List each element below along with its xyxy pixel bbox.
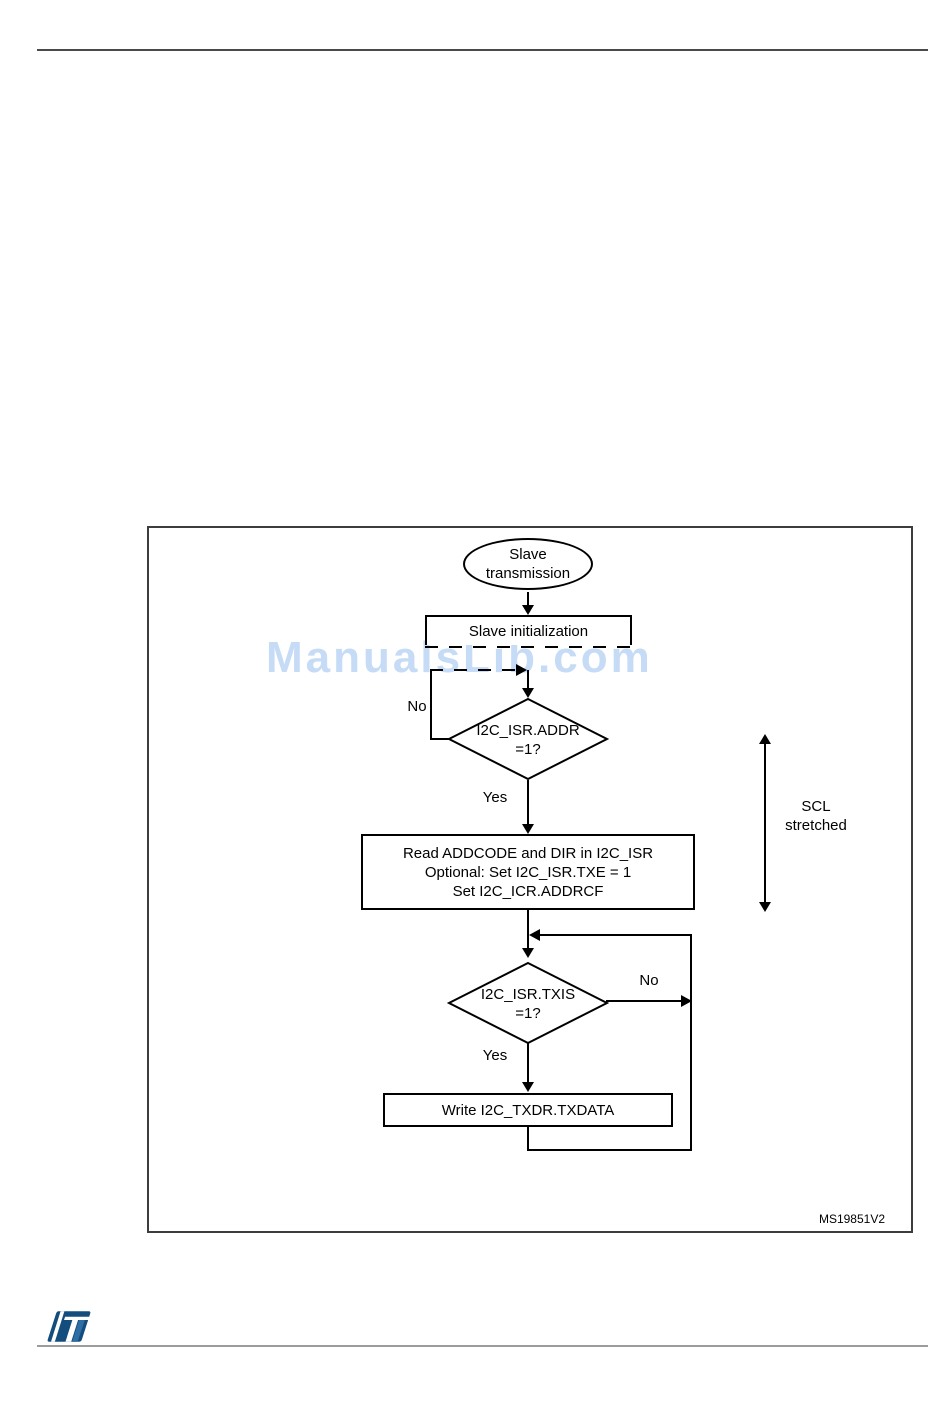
txis-no-loop-vertical <box>690 934 692 1151</box>
addr-no-loop-vertical <box>430 670 432 740</box>
txis-decision-diamond <box>446 961 610 1045</box>
start-node: Slave transmission <box>463 538 593 590</box>
addr-decision-line2: =1? <box>515 741 541 758</box>
connector-read-txis <box>527 910 529 950</box>
read-box-line1: Read ADDCODE and DIR in I2C_ISR <box>402 844 654 862</box>
addr-decision-label: I2C_ISR.ADDR =1? <box>448 721 608 759</box>
txis-decision-label: I2C_ISR.TXIS =1? <box>448 985 608 1023</box>
init-box: Slave initialization <box>425 615 632 645</box>
header-rule <box>37 49 928 51</box>
connector-start-init <box>527 592 529 606</box>
addr-no-loop-horizontal <box>430 738 450 740</box>
arrowhead-start-init <box>522 605 534 615</box>
write-loop-vertical <box>527 1127 529 1151</box>
txis-no-line <box>606 1000 682 1002</box>
arrowhead-addr-read <box>522 824 534 834</box>
write-box: Write I2C_TXDR.TXDATA <box>383 1093 673 1127</box>
arrowhead-into-addr <box>522 688 534 698</box>
arrowhead-txis-no-return <box>529 929 540 941</box>
arrowhead-addr-no-return <box>516 664 527 676</box>
arrowhead-txis-no <box>681 995 692 1007</box>
init-box-dashed-bottom <box>425 646 632 648</box>
start-node-label-line2: transmission <box>485 565 571 582</box>
txis-decision-line1: I2C_ISR.TXIS <box>480 986 576 1003</box>
txis-decision-line2: =1? <box>515 1005 541 1022</box>
footer-rule <box>37 1345 928 1347</box>
scl-label-line2: stretched <box>785 817 847 834</box>
txis-no-return-line <box>538 934 691 936</box>
connector-into-addr <box>527 670 529 689</box>
write-loop-horizontal <box>527 1149 692 1151</box>
connector-txis-write <box>527 1042 529 1083</box>
st-logo-icon <box>47 1311 91 1342</box>
read-box: Read ADDCODE and DIR in I2C_ISR Optional… <box>361 834 695 910</box>
arrowhead-read-txis <box>522 948 534 958</box>
write-box-label: Write I2C_TXDR.TXDATA <box>441 1101 615 1119</box>
addr-no-return-line <box>430 669 517 671</box>
start-node-label-line1: Slave <box>509 546 547 563</box>
txis-yes-label: Yes <box>482 1047 508 1064</box>
scl-stretched-label: SCL stretched <box>770 797 862 835</box>
arrowhead-txis-write <box>522 1082 534 1092</box>
scl-label-line1: SCL <box>801 798 831 815</box>
addr-decision-diamond <box>446 697 610 781</box>
connector-addr-read <box>527 780 529 825</box>
addr-yes-label: Yes <box>482 789 508 806</box>
read-box-line2: Optional: Set I2C_ISR.TXE = 1 <box>424 863 632 881</box>
scl-stretch-arrow-line <box>764 742 766 904</box>
addr-decision-line1: I2C_ISR.ADDR <box>476 722 580 739</box>
scl-stretch-arrowhead-bottom <box>759 902 771 912</box>
read-box-line3: Set I2C_ICR.ADDRCF <box>452 882 604 900</box>
figure-reference-code: MS19851V2 <box>818 1212 885 1226</box>
addr-no-label: No <box>407 698 427 715</box>
init-box-label: Slave initialization <box>468 622 589 640</box>
txis-no-label: No <box>639 972 659 989</box>
scl-stretch-arrowhead-top <box>759 734 771 744</box>
